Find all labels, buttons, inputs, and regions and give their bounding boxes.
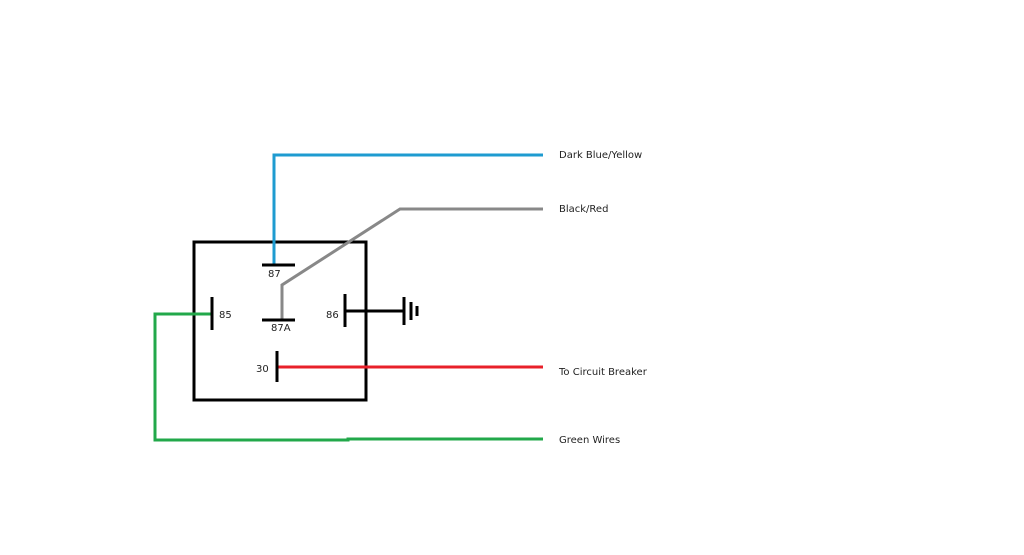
label-dark-blue-yellow: Dark Blue/Yellow bbox=[559, 150, 642, 161]
relay-box bbox=[192, 240, 368, 402]
wire-black-red bbox=[280, 207, 543, 320]
pin-87-label: 87 bbox=[268, 269, 281, 280]
label-green-wires: Green Wires bbox=[559, 435, 620, 446]
pin-30-label: 30 bbox=[256, 364, 269, 375]
ground-icon bbox=[402, 297, 419, 325]
wire-blue-yellow bbox=[272, 153, 543, 264]
label-to-circuit-breaker: To Circuit Breaker bbox=[558, 367, 648, 378]
pin-86-label: 86 bbox=[326, 310, 339, 321]
pin-85-label: 85 bbox=[219, 310, 232, 321]
wire-green bbox=[153, 312, 543, 442]
pin-87a-label: 87A bbox=[271, 323, 291, 334]
label-black-red: Black/Red bbox=[559, 204, 608, 215]
